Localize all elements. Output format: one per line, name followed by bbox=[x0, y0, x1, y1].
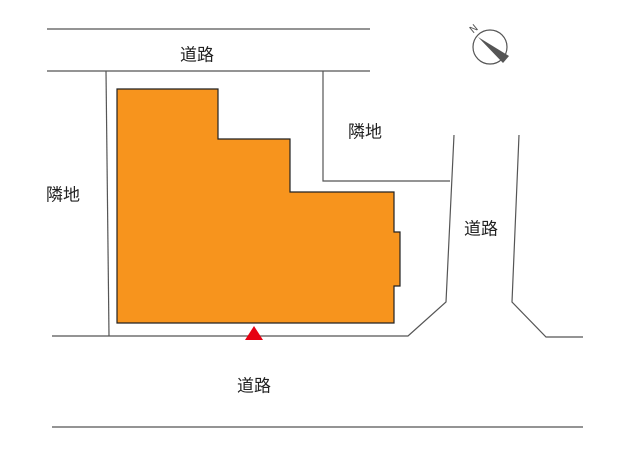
lot-right-boundary bbox=[52, 134, 455, 337]
neighbor-right-boundary bbox=[322, 71, 450, 182]
lot-left-boundary bbox=[105, 70, 110, 337]
neighbor-right-label: 隣地 bbox=[348, 122, 382, 143]
road-top-label: 道路 bbox=[180, 45, 214, 66]
building-footprint bbox=[116, 88, 401, 324]
entrance-marker-icon bbox=[245, 326, 263, 340]
road-right-label: 道路 bbox=[464, 219, 498, 240]
compass-icon: N bbox=[468, 23, 509, 65]
right-road-far-boundary bbox=[511, 134, 583, 338]
neighbor-left-label: 隣地 bbox=[46, 185, 80, 206]
road-bottom-label: 道路 bbox=[237, 376, 271, 397]
